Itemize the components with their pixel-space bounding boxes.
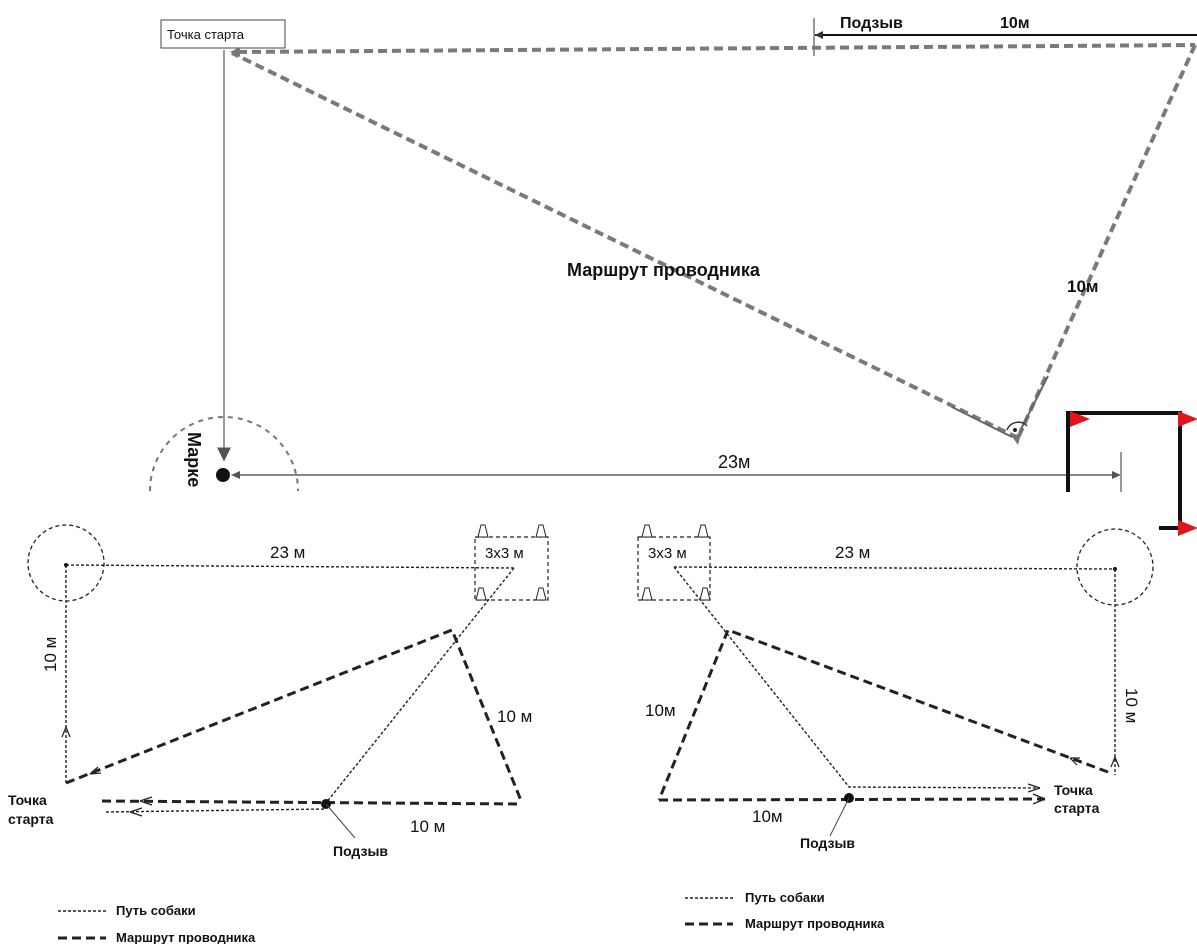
right-distance-left: 10м	[645, 701, 676, 720]
left-recall-label: Подзыв	[333, 843, 388, 859]
cone-icon	[535, 587, 547, 601]
right-start-line2: старта	[1054, 800, 1100, 816]
left-box	[474, 536, 549, 601]
cone-icon	[535, 524, 547, 538]
flag-square	[1066, 411, 1197, 536]
distance-top: 10м	[1000, 15, 1030, 32]
right-box	[637, 536, 711, 601]
cone-icon	[641, 587, 653, 601]
legend-right: Путь собаки Маршрут проводника	[685, 890, 885, 931]
handler-route-top	[231, 43, 1197, 440]
flag-icon	[1178, 411, 1197, 427]
left-diagram: 23 м 3x3 м 10 м 10 м 10 м Точка старта П…	[8, 524, 549, 859]
left-distance-top: 23 м	[270, 543, 305, 562]
cone-icon	[699, 587, 711, 601]
left-box-label: 3x3 м	[485, 545, 524, 562]
distance-right: 10м	[1067, 277, 1099, 296]
legend-left-dog: Путь собаки	[116, 903, 196, 918]
cone-icon	[697, 524, 709, 538]
marker-circle	[149, 416, 299, 492]
marker-point	[216, 468, 230, 482]
distance-bottom: 23м	[718, 452, 750, 472]
right-distance-right: 10 м	[1122, 688, 1141, 723]
left-handler-route	[65, 628, 524, 804]
recall-label: Подзыв	[840, 15, 903, 32]
left-distance-left: 10 м	[41, 637, 60, 672]
handler-route-label: Маршрут проводника	[567, 260, 761, 280]
legend-left-handler: Маршрут проводника	[116, 930, 256, 944]
right-distance-top: 23 м	[835, 543, 870, 562]
legend-left: Путь собаки Маршрут проводника	[58, 903, 256, 944]
right-start-line1: Точка	[1054, 782, 1093, 798]
top-diagram: Точка старта Подзыв 10м Маршрут проводни…	[149, 15, 1197, 536]
flag-icon	[1178, 520, 1197, 536]
right-recall-label: Подзыв	[800, 835, 855, 851]
right-box-label: 3x3 м	[648, 545, 687, 562]
left-start-line1: Точка	[8, 792, 47, 808]
cone-icon	[475, 587, 487, 601]
start-box	[160, 19, 286, 49]
left-distance-bottom: 10 м	[410, 817, 445, 836]
legend-right-dog: Путь собаки	[745, 890, 825, 905]
right-distance-bottom: 10м	[752, 807, 783, 826]
legend-right-handler: Маршрут проводника	[745, 916, 885, 931]
left-distance-right: 10 м	[497, 707, 532, 726]
start-label: Точка старта	[167, 27, 245, 42]
marker-label: Марке	[184, 432, 204, 487]
cone-icon	[477, 524, 489, 538]
right-handler-route	[657, 628, 1109, 801]
right-diagram: 3x3 м 23 м 10 м 10м 10м Точка старта Под…	[637, 524, 1154, 851]
flag-icon	[1070, 411, 1090, 427]
left-start-line2: старта	[8, 811, 54, 827]
cone-icon	[641, 524, 653, 538]
